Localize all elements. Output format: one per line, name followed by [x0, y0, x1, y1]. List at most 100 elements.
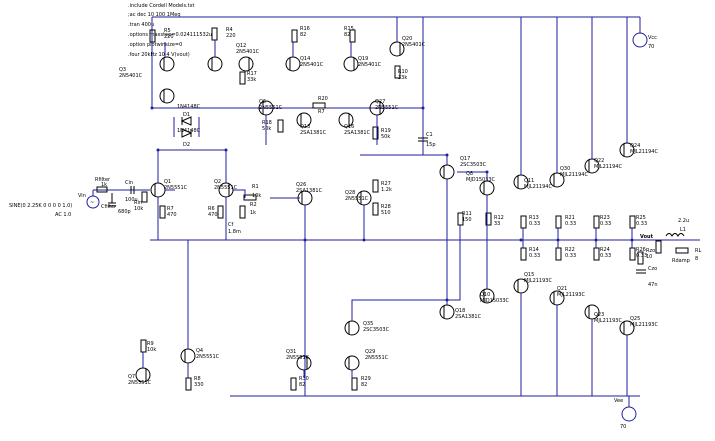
q31-name-label: Q31 [286, 349, 296, 355]
r15-value-label: 82 [344, 32, 350, 38]
rzo-resistor [637, 251, 644, 265]
q23-model-label: MJL21193C [594, 318, 622, 324]
r5-resistor [149, 29, 156, 43]
r21-resistor [555, 215, 562, 229]
r23-resistor [593, 215, 600, 229]
q16-model-label: 2SA1381C [344, 130, 371, 136]
q7-model-label: 2N5551C [128, 380, 152, 386]
svg-text:10: 10 [646, 254, 652, 260]
q30-name-label: Q30 [560, 166, 570, 172]
q2-model-label: 2N5551C [214, 185, 238, 191]
r22-value-label: 0.33 [565, 253, 576, 259]
misc-labels: C1 15p R1 10k R2 1k R20 R7 [250, 96, 436, 216]
cf-name-label: Cf [228, 222, 233, 228]
svg-text:Rzo: Rzo [646, 248, 655, 254]
r23-name-label: R23 [600, 215, 610, 221]
q14-model-label: 2N5401C [300, 62, 324, 68]
q10-model-label: MJD15033C [480, 298, 510, 304]
q26-model-label: 2SA1381C [296, 188, 323, 194]
svg-text:15p: 15p [426, 142, 436, 148]
q28-name-label: Q28 [345, 190, 355, 196]
svg-text:1k: 1k [101, 182, 107, 188]
q2-name-label: Q2 [214, 179, 221, 185]
r25-value-label: 0.33 [636, 221, 647, 227]
q11-model-label: MJL21194C [524, 184, 552, 190]
r13-name-label: R13 [529, 215, 539, 221]
q17-model-label: 2SC3503C [460, 162, 487, 168]
q29-model-label: 2N5551C [365, 355, 389, 361]
q3-model-label: 2N5401C [119, 73, 143, 79]
q12-model-label: 2N5401C [236, 49, 260, 55]
r4-resistor [211, 27, 218, 41]
d1-diode [180, 116, 192, 126]
r12-name-label: R12 [494, 215, 504, 221]
r10-name-label: R10 [398, 69, 408, 75]
r13-value-label: 0.33 [529, 221, 540, 227]
q13-name-label: Q13 [300, 124, 310, 130]
q25-name-label: Q25 [630, 316, 640, 322]
q8-model-label: MJD15033C [466, 177, 496, 183]
q6-model-label: 2N5551C [259, 105, 283, 111]
vin-sine-label: SINE(0 2.25K 0 0 0 0 1.0) [9, 203, 72, 209]
junction-dots [150, 106, 634, 302]
q13-symbol [296, 112, 312, 128]
q31-model-label: 2N5551C [286, 355, 310, 361]
r26-name-label: R26 [636, 247, 646, 253]
r26-value-label: 0.33 [636, 253, 647, 259]
r15-name-label: R15 [344, 26, 354, 32]
q22-name-label: Q22 [594, 158, 604, 164]
supply-sources: Vcc 70 Vee 70 [614, 17, 657, 430]
d1-name-label: D1 [183, 112, 190, 118]
r24-value-label: 0.33 [600, 253, 611, 259]
vin-label: Vin [78, 193, 86, 199]
r29-resistor [351, 377, 358, 391]
r29-value-label: 82 [361, 382, 367, 388]
rl-resistor [655, 240, 662, 254]
r12-value-label: 33 [494, 221, 500, 227]
r26-resistor [629, 247, 636, 261]
r18-value-label: 50k [262, 126, 271, 132]
r11-value-label: 150 [462, 217, 472, 223]
d2-name-label: D2 [183, 142, 190, 148]
q1-symbol [150, 182, 166, 198]
r7-resistor [159, 205, 166, 219]
r30-resistor [290, 377, 297, 391]
svg-text:8: 8 [695, 256, 698, 262]
output-section: Vout 2.2u L1 RL 8 Rdamp Rzo 10 Czo 47n [636, 218, 701, 288]
r23-value-label: 0.33 [600, 221, 611, 227]
r18-resistor [277, 119, 284, 133]
directive-four: .four 20kHz 10 4 V(vout) [128, 52, 190, 58]
r30-value-label: 82 [299, 382, 305, 388]
rdamp-resistor [675, 247, 689, 254]
svg-text:Rdamp: Rdamp [672, 258, 690, 264]
svg-text:10k: 10k [252, 193, 261, 199]
q24-model-label: MJL21194C [630, 149, 658, 155]
q3-symbol [159, 56, 175, 72]
q8-name-label: Q8 [466, 171, 473, 177]
svg-text:C1: C1 [426, 132, 433, 138]
r16-resistor [291, 29, 298, 43]
r8-name-label: R8 [194, 376, 201, 382]
svg-text:R2: R2 [250, 202, 257, 208]
svg-text:1k: 1k [250, 210, 256, 216]
svg-text:70: 70 [648, 44, 654, 50]
q1-name-label: Q1 [164, 179, 171, 185]
svg-text:R1: R1 [252, 184, 259, 190]
component-labels: Q12N5551CQ22N5551CQ32N5401CQ42N5551CQ72N… [119, 36, 658, 386]
svg-text:Rin: Rin [134, 200, 142, 206]
transistor-symbols [135, 41, 635, 383]
q26-name-label: Q26 [296, 182, 306, 188]
vcc-source [632, 32, 648, 48]
q18-model-label: 2SA1381C [455, 314, 482, 320]
q35-model-label: 2SC3503C [363, 327, 390, 333]
wiring [142, 17, 633, 396]
r25-resistor [629, 215, 636, 229]
r12-resistor [485, 212, 492, 226]
r27-value-label: 1.2k [381, 187, 392, 193]
q4-symbol [180, 348, 196, 364]
q17-symbol [439, 164, 455, 180]
directive-ac: ;ac dec 10 100 1Meg [128, 12, 181, 18]
d2-diode [181, 128, 193, 138]
